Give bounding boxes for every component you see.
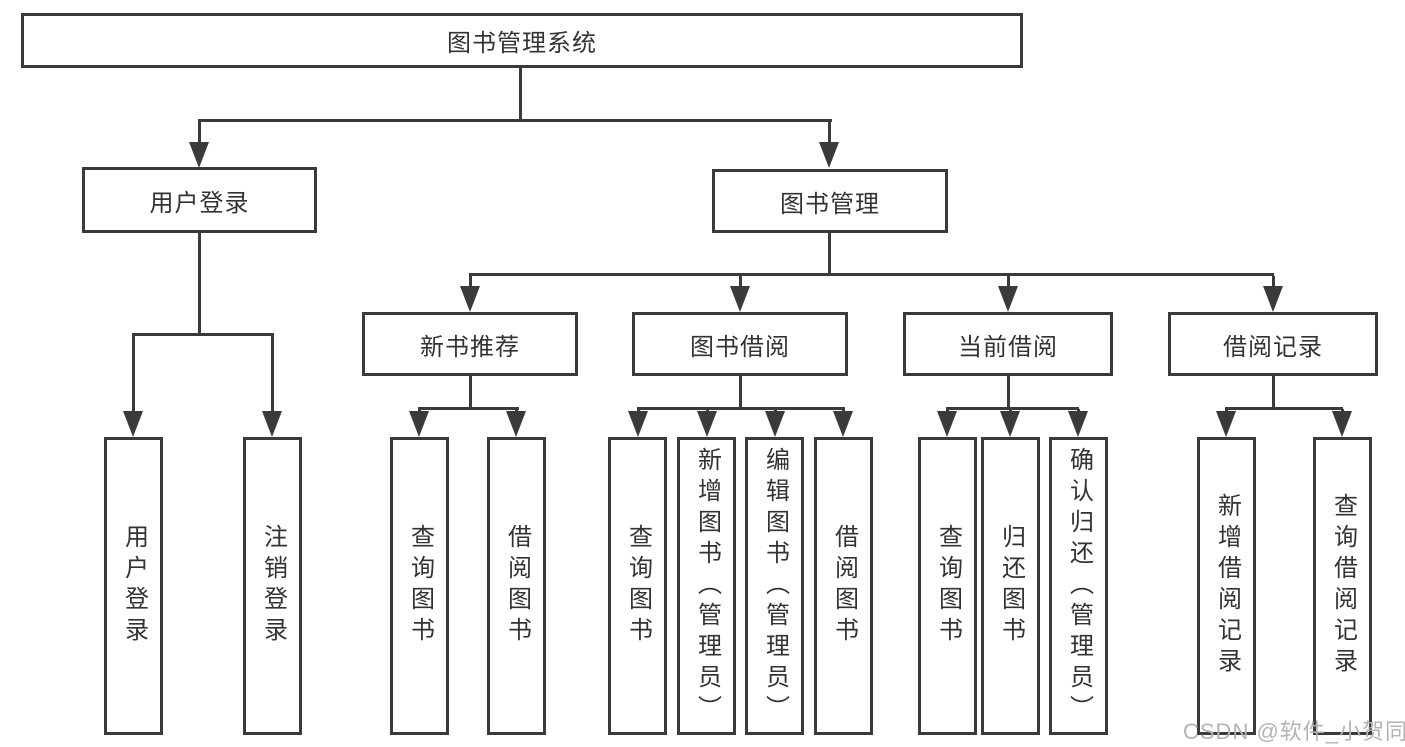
- leaf-bb-query-book-label: 查询图书: [624, 524, 652, 648]
- node-current-borrow: 当前借阅: [903, 312, 1113, 376]
- connector-to-leaf-logout: [271, 336, 274, 412]
- arrowhead-leaf-br-add: [1216, 411, 1236, 437]
- connector-user-login-stem: [198, 233, 201, 336]
- connector-current-borrow-spread: [946, 407, 1079, 410]
- connector-to-book-borrow: [739, 276, 742, 288]
- arrowhead-leaf-cb-query: [937, 411, 957, 437]
- node-book-borrow: 图书借阅: [632, 312, 848, 376]
- leaf-cb-return-book-label: 归还图书: [997, 524, 1025, 648]
- watermark: CSDN @软件_小贺同学: [1183, 719, 1405, 744]
- leaf-logout-label: 注销登录: [259, 524, 287, 648]
- node-root: 图书管理系统: [21, 13, 1023, 68]
- leaf-cb-query-book: 查询图书: [918, 437, 977, 735]
- arrowhead-leaf-bb-query: [628, 411, 648, 437]
- leaf-rec-borrow-book: 借阅图书: [487, 437, 546, 735]
- connector-new-book-rec-stem: [469, 376, 472, 410]
- leaf-cb-query-book-label: 查询图书: [934, 524, 962, 648]
- node-user-login-label: 用户登录: [149, 189, 250, 217]
- node-root-label: 图书管理系统: [447, 30, 597, 57]
- arrowhead-leaf-rec-query: [409, 411, 429, 437]
- connector-to-leaf-user-login: [132, 336, 135, 412]
- leaf-br-add-record: 新增借阅记录: [1197, 437, 1256, 735]
- connector-current-borrow-stem: [1007, 376, 1010, 410]
- connector-book-borrow-spread: [637, 407, 845, 410]
- node-new-book-rec-label: 新书推荐: [420, 333, 520, 361]
- leaf-bb-borrow-book-label: 借阅图书: [830, 524, 858, 648]
- leaf-bb-add-book: 新增图书（管理员）: [677, 437, 736, 735]
- arrowhead-borrow-records: [1263, 286, 1283, 312]
- leaf-rec-query-book-label: 查询图书: [406, 524, 434, 648]
- leaf-bb-borrow-book: 借阅图书: [814, 437, 873, 735]
- arrowhead-leaf-logout: [262, 411, 282, 437]
- connector-to-borrow-records: [1272, 276, 1275, 288]
- leaf-br-query-record-label: 查询借阅记录: [1329, 493, 1357, 679]
- leaf-bb-edit-book: 编辑图书（管理员）: [745, 437, 804, 735]
- arrowhead-current-borrow: [998, 286, 1018, 312]
- arrowhead-leaf-cb-confirm: [1068, 411, 1088, 437]
- leaf-cb-confirm-return: 确认归还（管理员）: [1049, 437, 1108, 735]
- arrowhead-leaf-cb-return: [1000, 411, 1020, 437]
- connector-new-book-rec-spread: [418, 407, 519, 410]
- leaf-rec-borrow-book-label: 借阅图书: [503, 524, 531, 648]
- node-book-mgmt-label: 图书管理: [780, 190, 880, 218]
- arrowhead-new-book-rec: [460, 286, 480, 312]
- leaf-br-query-record: 查询借阅记录: [1313, 437, 1372, 735]
- leaf-bb-query-book: 查询图书: [608, 437, 667, 735]
- node-user-login: 用户登录: [82, 167, 317, 233]
- node-current-borrow-label: 当前借阅: [958, 333, 1058, 361]
- connector-book-borrow-stem: [739, 376, 742, 410]
- leaf-user-login: 用户登录: [104, 437, 163, 735]
- leaf-cb-return-book: 归还图书: [981, 437, 1040, 735]
- arrowhead-user-login: [189, 142, 209, 168]
- leaf-bb-edit-book-label: 编辑图书（管理员）: [761, 446, 789, 726]
- node-book-mgmt: 图书管理: [712, 169, 948, 233]
- leaf-rec-query-book: 查询图书: [390, 437, 449, 735]
- connector-root-spread: [198, 119, 832, 122]
- connector-to-current-borrow: [1007, 276, 1010, 288]
- leaf-bb-add-book-label: 新增图书（管理员）: [693, 446, 721, 726]
- arrowhead-book-borrow: [730, 286, 750, 312]
- node-borrow-records-label: 借阅记录: [1223, 333, 1323, 361]
- connector-book-mgmt-stem: [828, 233, 831, 276]
- node-new-book-rec: 新书推荐: [362, 312, 578, 376]
- connector-user-login-spread: [132, 333, 274, 336]
- arrowhead-leaf-bb-add: [697, 411, 717, 437]
- arrowhead-leaf-bb-borrow: [833, 411, 853, 437]
- connector-to-new-book-rec: [469, 276, 472, 288]
- arrowhead-leaf-user-login: [123, 411, 143, 437]
- leaf-user-login-label: 用户登录: [120, 524, 148, 648]
- leaf-br-add-record-label: 新增借阅记录: [1213, 493, 1241, 679]
- arrowhead-book-mgmt: [819, 142, 839, 168]
- connector-borrow-records-stem: [1272, 376, 1275, 410]
- connector-root-stem: [519, 68, 522, 122]
- leaf-cb-confirm-return-label: 确认归还（管理员）: [1065, 446, 1093, 726]
- connector-borrow-records-spread: [1225, 407, 1343, 410]
- connector-root-to-book-mgmt: [828, 122, 831, 144]
- arrowhead-leaf-br-query: [1332, 411, 1352, 437]
- connector-book-mgmt-spread: [469, 273, 1274, 276]
- leaf-logout: 注销登录: [243, 437, 302, 735]
- node-borrow-records: 借阅记录: [1168, 312, 1378, 376]
- connector-root-to-user-login: [198, 122, 201, 144]
- arrowhead-leaf-bb-edit: [765, 411, 785, 437]
- arrowhead-leaf-rec-borrow: [506, 411, 526, 437]
- node-book-borrow-label: 图书借阅: [690, 333, 790, 361]
